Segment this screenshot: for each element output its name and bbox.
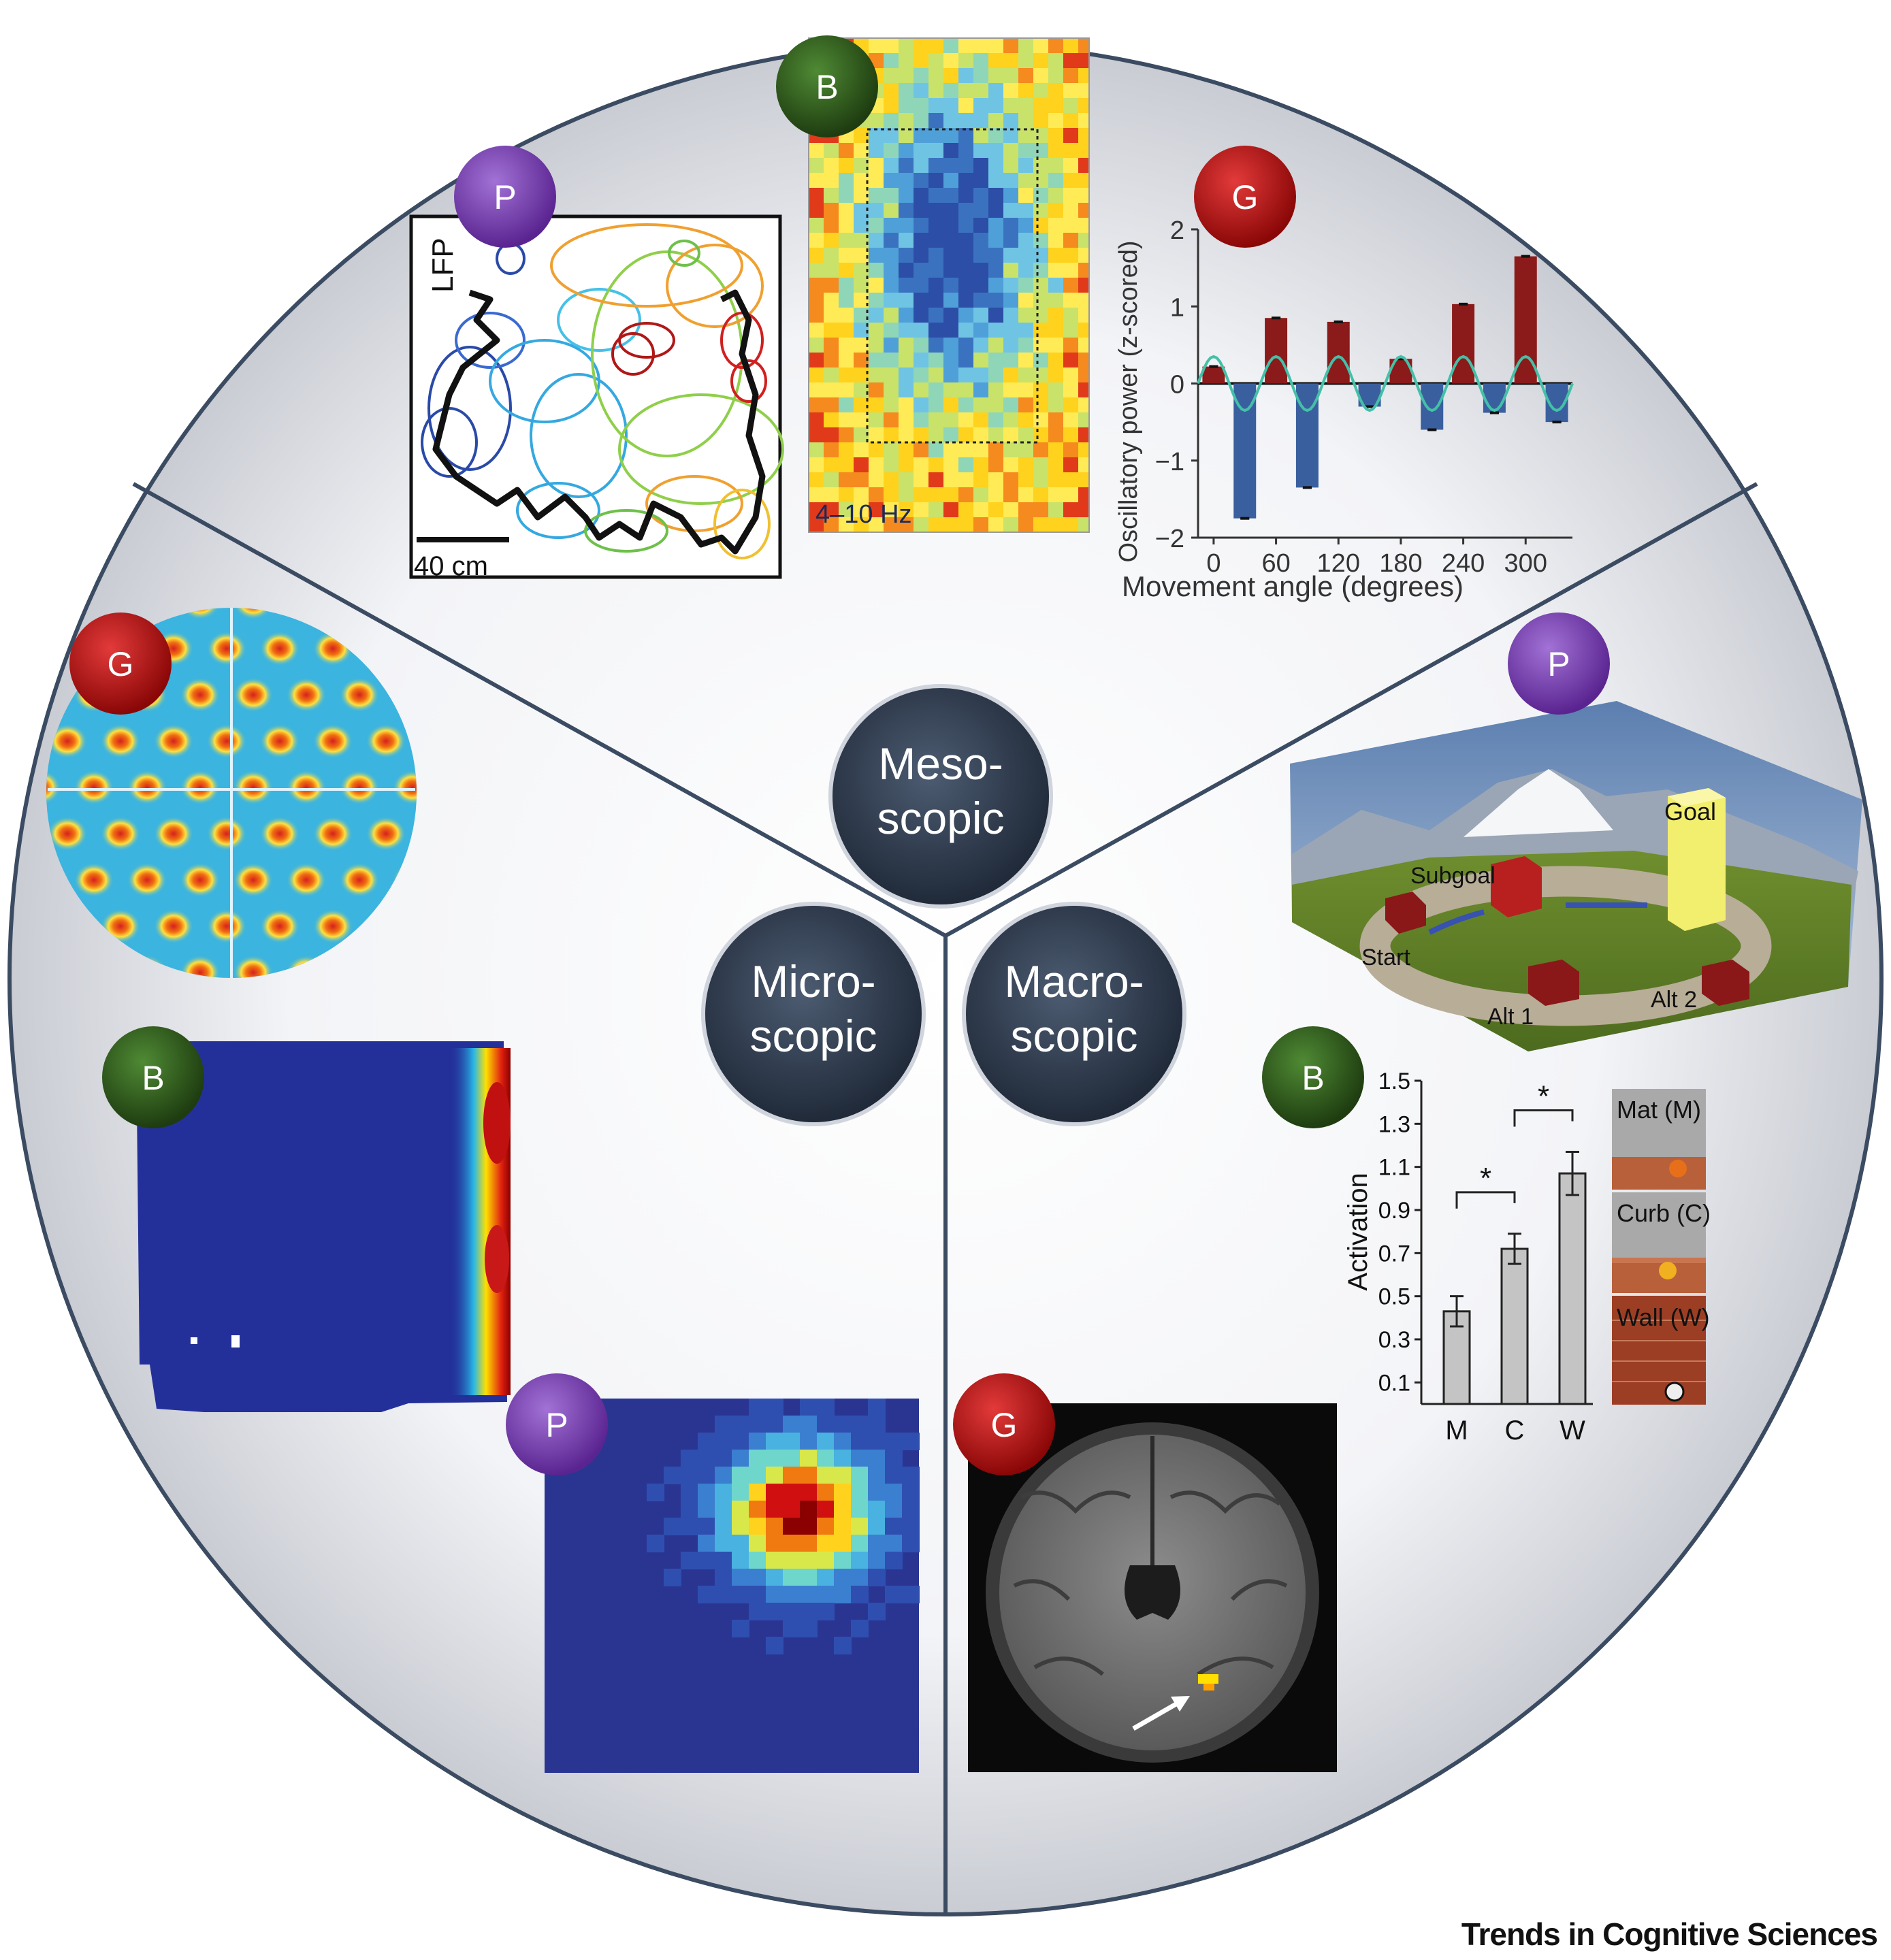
activation-x-tick-label: C (1505, 1416, 1525, 1446)
badge-b-macro: B (1262, 1026, 1364, 1128)
band-label: 4–10 Hz (815, 500, 912, 529)
vr-alt2-label: Alt 2 (1651, 987, 1697, 1013)
significance-star: * (1480, 1162, 1491, 1195)
macro-hub: Macro- scopic (962, 902, 1186, 1126)
activation-x-tick-label: W (1559, 1416, 1585, 1446)
scale-bar-label: 40 cm (414, 551, 488, 581)
osc-bar (1265, 318, 1288, 384)
journal-footer: Trends in Cognitive Sciences (1461, 1916, 1878, 1952)
osc-bar (1452, 304, 1475, 384)
badge-p-macro: P (1508, 612, 1610, 715)
divider-right (944, 482, 1758, 938)
border-cell-map (136, 1041, 511, 1412)
significance-bracket (1455, 1191, 1516, 1209)
badge-b-meso: B (776, 35, 878, 137)
osc-x-tick-label: 240 (1442, 549, 1485, 578)
oscillatory-power-chart: Oscillatory power (z-scored) Movement an… (1114, 216, 1574, 602)
badge-g-micro: G (69, 612, 172, 715)
activation-y-tick-label: 1.5 (1378, 1068, 1410, 1094)
activation-x-tick-label: M (1445, 1416, 1468, 1446)
activation-y-tick-label: 1.3 (1378, 1111, 1410, 1137)
badge-p-meso: P (454, 146, 556, 248)
activation-y-tick-label: 0.5 (1378, 1284, 1410, 1310)
micro-hub-line1: Micro- (751, 956, 875, 1007)
osc-x-tick-label: 180 (1379, 549, 1422, 578)
significance-bracket (1513, 1109, 1574, 1127)
svg-text:G: G (991, 1406, 1018, 1444)
osc-x-tick-label: 0 (1206, 549, 1221, 578)
condition-curb: Curb (C) (1617, 1199, 1711, 1227)
svg-text:P: P (494, 178, 516, 216)
svg-text:P: P (1547, 645, 1570, 683)
meso-hub-line1: Meso- (878, 738, 1003, 789)
activation-chart: Activation 1.5 1.3 1.1 0.9 0.7 0.5 0.3 0.1M C W * * (1343, 1068, 1593, 1446)
activation-y-tick-label: 0.9 (1378, 1198, 1410, 1224)
activation-bar (1500, 1247, 1529, 1405)
osc-bar (1233, 383, 1257, 519)
osc-bar (1483, 383, 1506, 413)
mri-slice (968, 1403, 1337, 1772)
lfp-panel: LFP 40 cm (409, 214, 784, 581)
osc-bar (1421, 383, 1444, 430)
osc-y-tick-label: 1 (1170, 293, 1184, 322)
osc-y-tick-label: −2 (1155, 525, 1184, 553)
micro-hub-line2: scopic (749, 1011, 877, 1061)
osc-bar (1327, 321, 1350, 384)
meso-hub-line2: scopic (877, 793, 1004, 843)
osc-bar (1295, 383, 1319, 488)
osc-sine-fit (1197, 355, 1574, 412)
badge-p-micro: P (506, 1373, 608, 1475)
svg-text:P: P (545, 1406, 568, 1444)
dotted-roi (866, 128, 1039, 444)
activation-y-tick-label: 0.3 (1378, 1327, 1410, 1353)
osc-x-tick-label: 120 (1317, 549, 1360, 578)
vr-subgoal-label: Subgoal (1410, 863, 1496, 889)
osc-bar (1202, 366, 1225, 384)
vr-goal-label: Goal (1664, 798, 1716, 826)
divider-left (132, 482, 947, 938)
svg-text:G: G (108, 645, 134, 683)
meso-hub: Meso- scopic (828, 684, 1053, 909)
osc-y-tick-label: −1 (1155, 448, 1184, 476)
activation-ylabel: Activation (1343, 1173, 1373, 1290)
condition-mat: Mat (M) (1617, 1096, 1701, 1124)
svg-text:B: B (815, 68, 838, 106)
badge-g-meso: G (1194, 146, 1296, 248)
badge-b-micro: B (102, 1026, 204, 1128)
significance-star: * (1538, 1080, 1549, 1113)
osc-xlabel: Movement angle (degrees) (1122, 570, 1464, 602)
osc-y-tick-label: 0 (1170, 371, 1184, 399)
lfp-label: LFP (426, 238, 459, 293)
osc-x-tick-label: 60 (1261, 549, 1290, 578)
badge-g-macro: G (953, 1373, 1055, 1475)
activation-y-tick-label: 0.1 (1378, 1370, 1410, 1396)
osc-x-tick-label: 300 (1504, 549, 1547, 578)
macro-hub-line2: scopic (1010, 1011, 1137, 1061)
svg-text:B: B (1302, 1059, 1324, 1097)
activation-y-tick-label: 0.7 (1378, 1241, 1410, 1267)
vr-scene: Goal Subgoal Start Alt 1 Alt 2 (1290, 701, 1862, 1051)
svg-text:B: B (142, 1059, 164, 1097)
activation-bar (1558, 1172, 1587, 1405)
osc-y-tick-label: 2 (1170, 216, 1184, 245)
condition-wall: Wall (W) (1617, 1303, 1710, 1331)
svg-text:G: G (1232, 178, 1259, 216)
osc-ylabel: Oscillatory power (z-scored) (1114, 241, 1143, 563)
vr-start-label: Start (1361, 945, 1410, 970)
macro-hub-line1: Macro- (1004, 956, 1144, 1007)
micro-hub: Micro- scopic (701, 902, 926, 1126)
activation-y-tick-label: 1.1 (1378, 1155, 1410, 1181)
condition-thumbnails: Mat (M) Curb (C) Wall (W) (1612, 1089, 1711, 1405)
vr-alt1-label: Alt 1 (1487, 1004, 1534, 1030)
place-cell-map (545, 1399, 920, 1773)
